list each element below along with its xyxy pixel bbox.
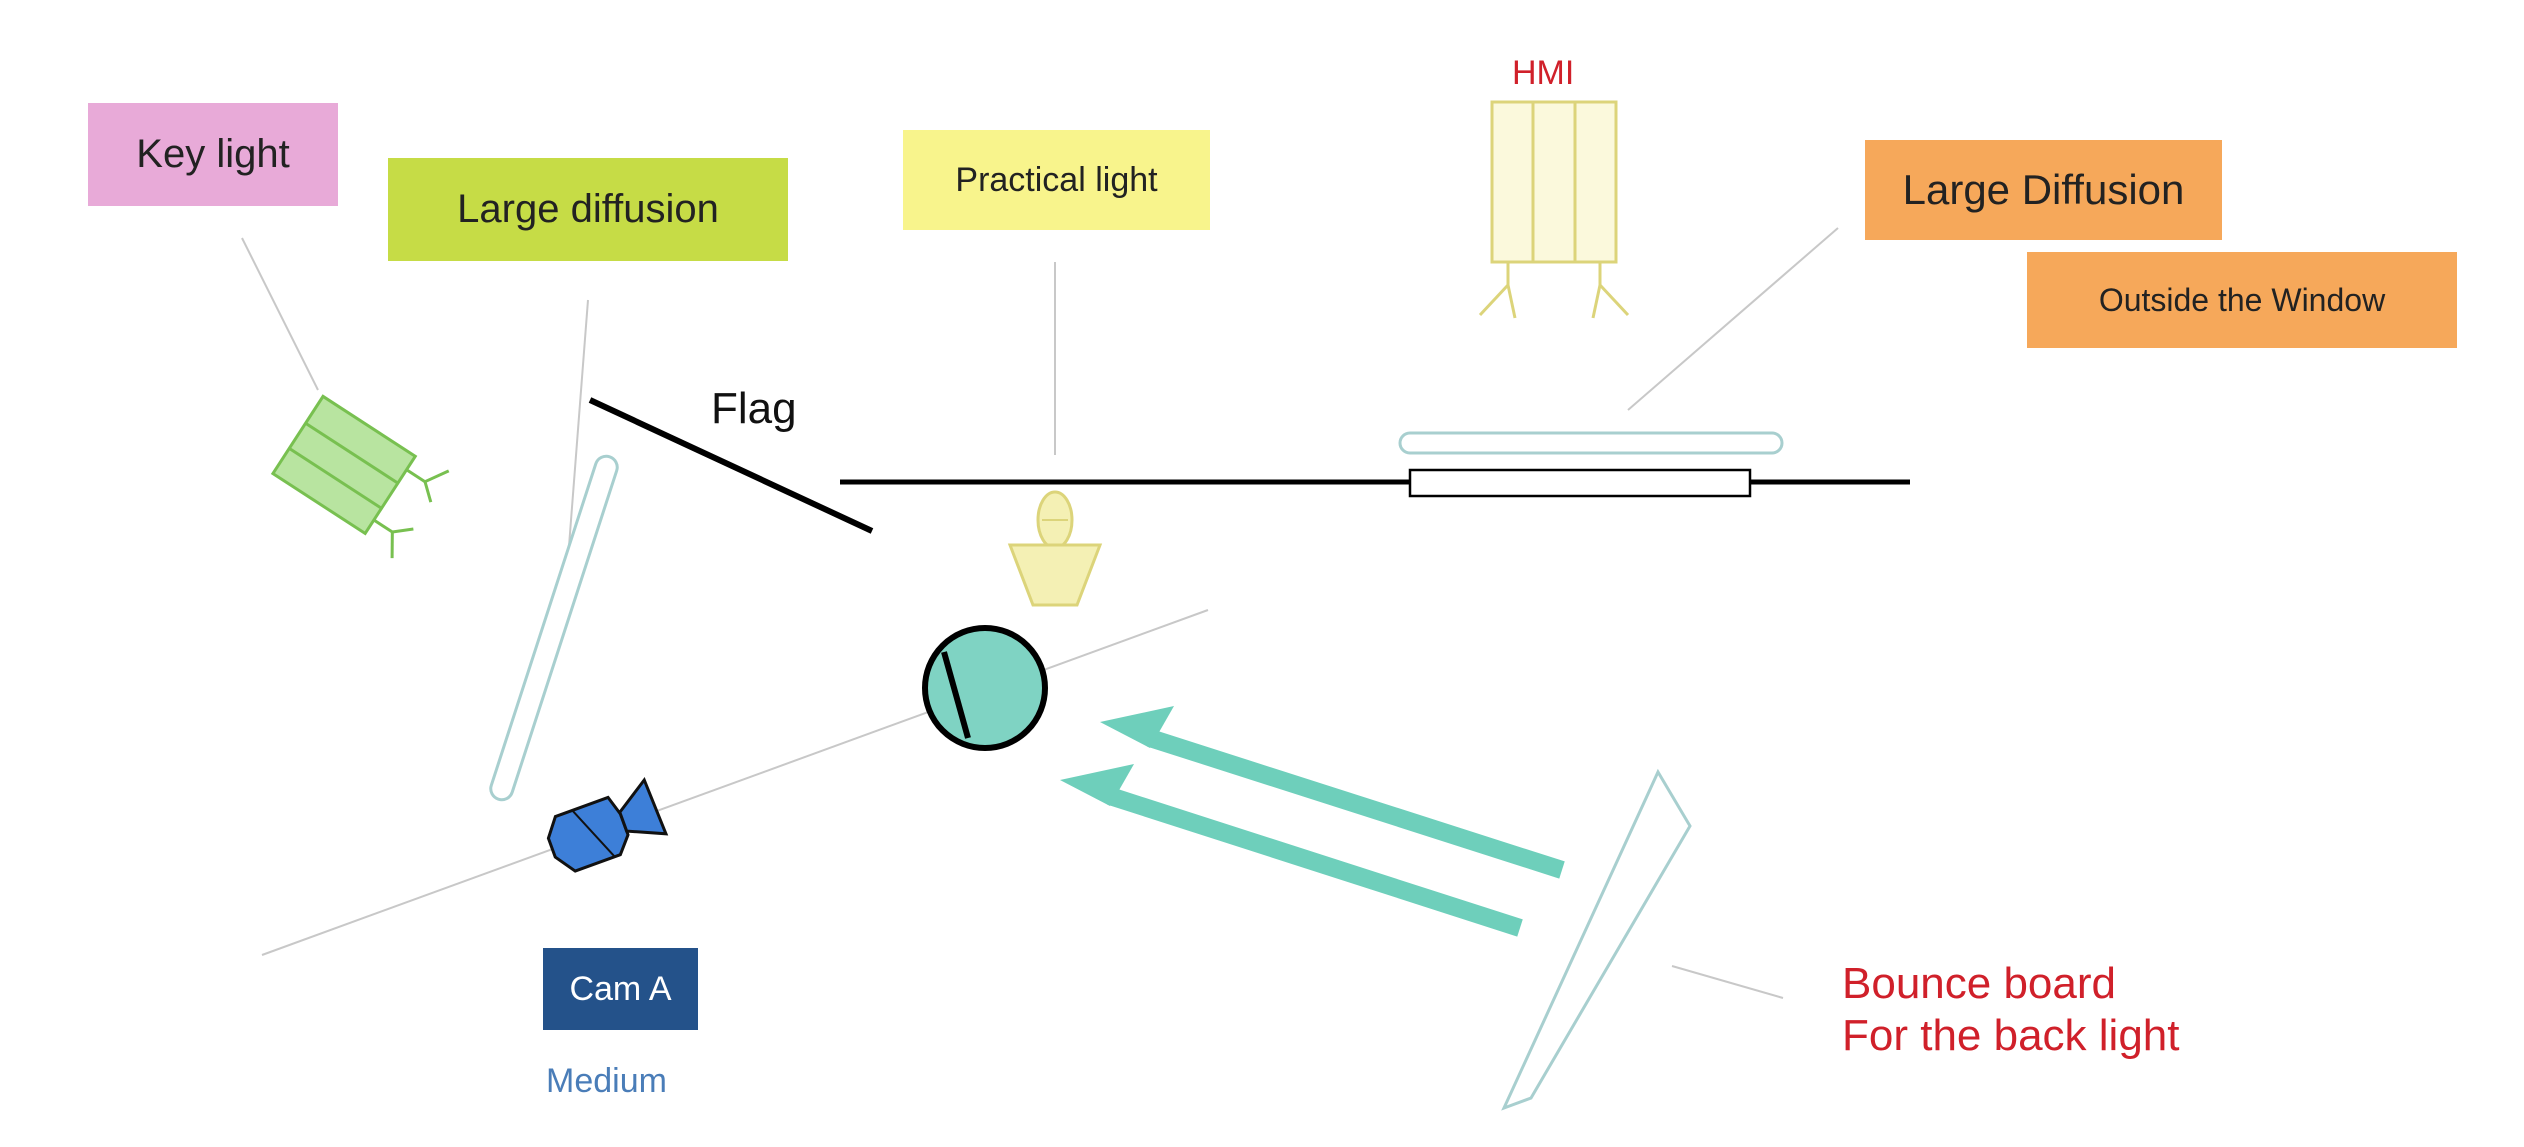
flag — [588, 397, 874, 534]
bounce-board — [1501, 768, 1692, 1111]
camera-icon — [546, 776, 669, 873]
bounce-board-leader — [1671, 965, 1784, 999]
cam-a-label-text: Cam A — [569, 969, 672, 1008]
practical-light-label: Practical light — [903, 130, 1210, 230]
bounce-board-label-line2: For the back light — [1842, 1011, 2180, 1060]
large-diffusion-frame — [489, 454, 619, 802]
key-light-leader — [241, 237, 319, 391]
large-diffusion-label: Large diffusion — [388, 158, 788, 261]
window-diffusion-frame — [1398, 431, 1784, 455]
hmi-label: HMI — [1512, 54, 1575, 92]
window-diffusion-leader — [1627, 227, 1839, 411]
large-diffusion-window-label: Large Diffusion — [1865, 140, 2222, 240]
bounce-board-label-line1: Bounce board — [1842, 959, 2116, 1008]
hmi-fixture — [1478, 100, 1630, 319]
practical-light-label-text: Practical light — [955, 160, 1158, 199]
large-diffusion-label-text: Large diffusion — [457, 187, 719, 231]
outside-window-label-text: Outside the Window — [2098, 281, 2386, 318]
medium-label: Medium — [546, 1062, 667, 1100]
large-diffusion-leader — [565, 299, 589, 586]
large-diffusion-window-label-text: Large Diffusion — [1902, 166, 2185, 213]
practical-light-fixture — [1007, 490, 1103, 607]
camera-axis-line — [261, 609, 1209, 956]
back-light-arrows — [1060, 706, 1565, 937]
cam-a-label: Cam A — [543, 948, 698, 1030]
key-light-fixture — [270, 394, 450, 559]
outside-window-label: Outside the Window — [2027, 252, 2457, 348]
window — [1408, 468, 1752, 498]
flag-label: Flag — [711, 384, 797, 433]
key-light-label: Key light — [88, 103, 338, 206]
key-light-label-text: Key light — [136, 132, 290, 176]
subject-actor — [922, 625, 1048, 751]
bounce-board-label: Bounce board For the back light — [1842, 958, 2180, 1062]
